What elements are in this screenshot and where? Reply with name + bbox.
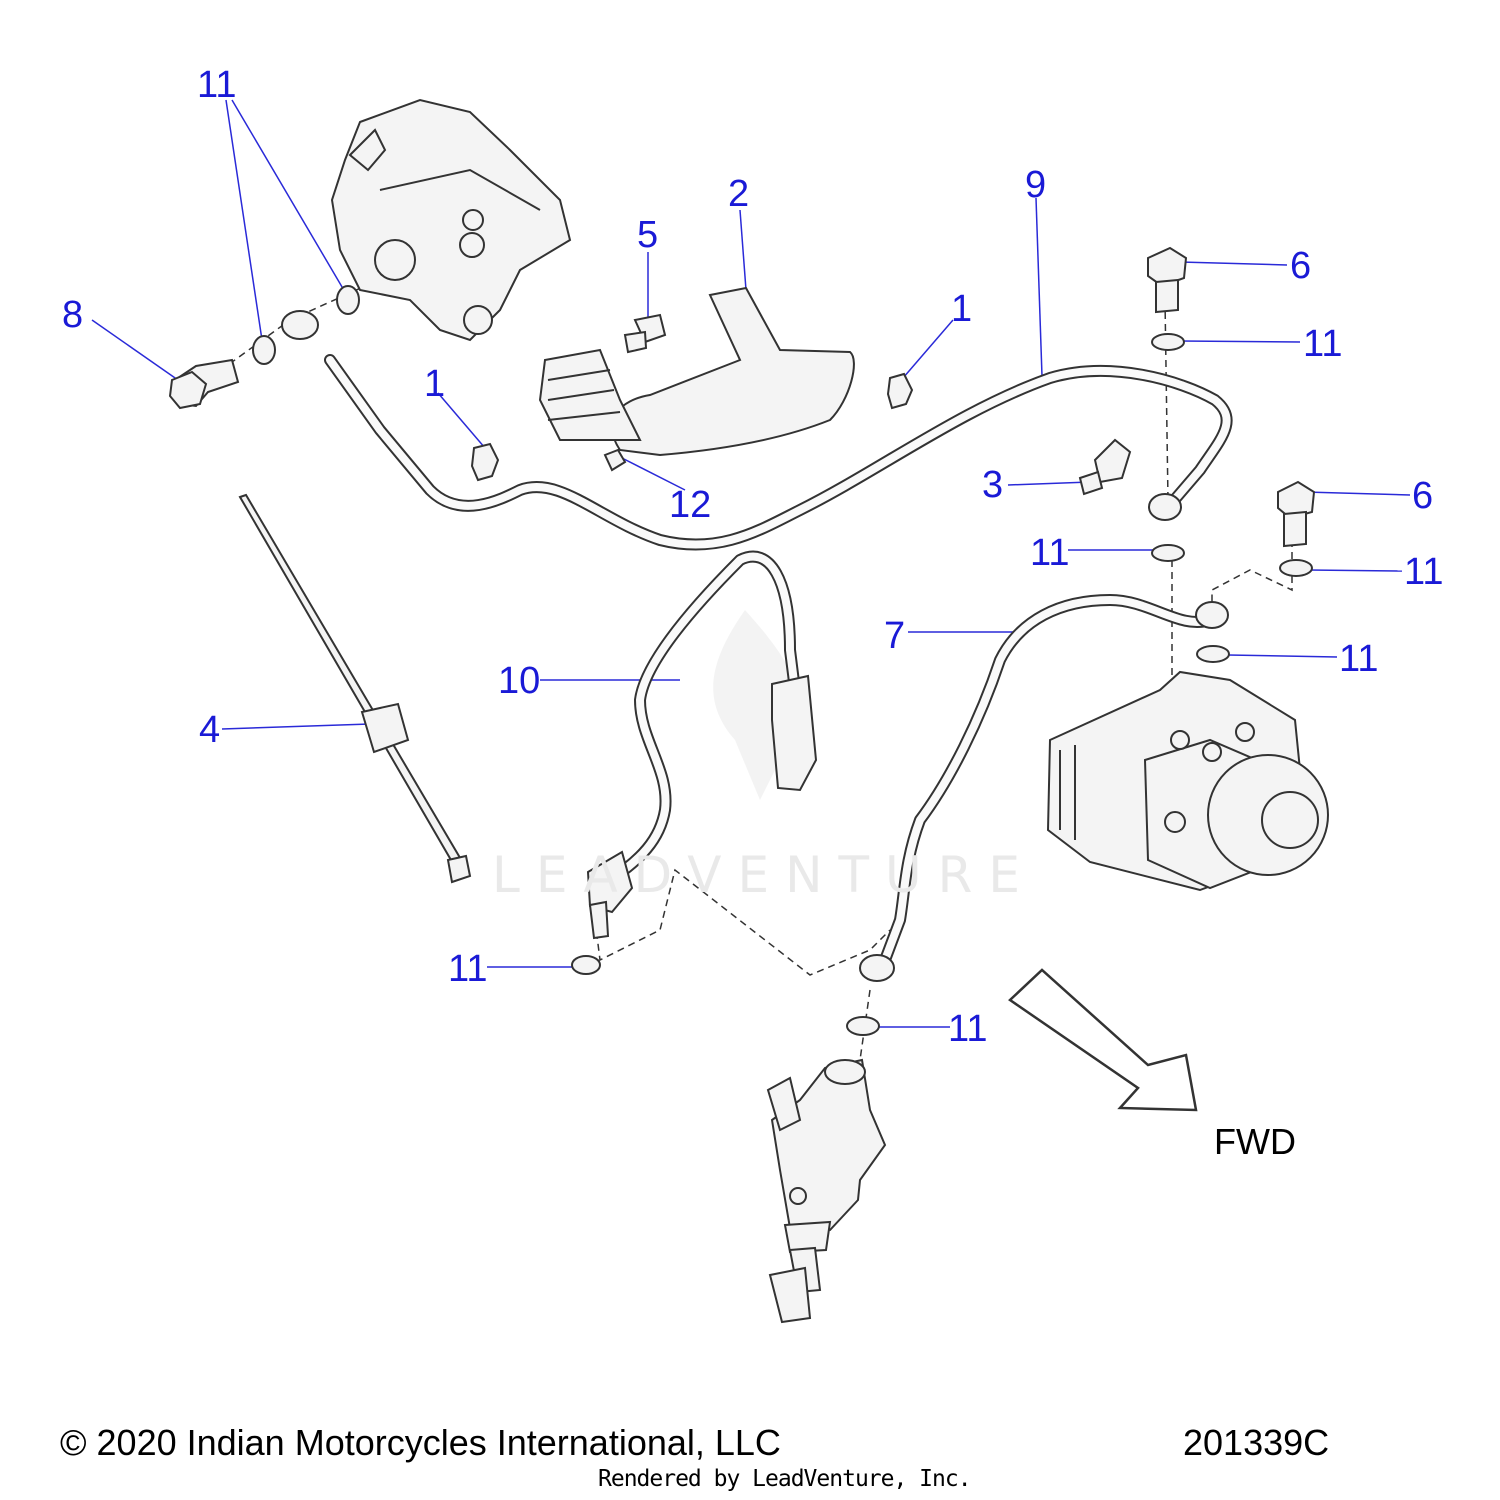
brake-hose-7	[859, 594, 1229, 982]
callout-11: 11	[948, 1008, 988, 1050]
leader-lines	[91, 99, 1411, 1028]
callout-11: 11	[1303, 323, 1343, 365]
banjo-bolt-6-top	[1147, 246, 1188, 314]
callout-12: 12	[669, 484, 712, 526]
cable-tie-4	[238, 493, 472, 884]
callout-11: 11	[1030, 532, 1070, 574]
callout-1: 1	[951, 288, 973, 330]
crush-washer-mid-b	[1279, 559, 1313, 577]
brake-hose-9	[281, 310, 1233, 551]
clip-12	[603, 448, 627, 472]
forward-direction-label: FWD	[1214, 1121, 1296, 1162]
screw-5	[623, 313, 667, 354]
callout-11: 11	[197, 64, 237, 106]
callout-2: 2	[728, 173, 750, 215]
callout-7: 7	[884, 615, 906, 657]
callout-6: 6	[1412, 475, 1434, 517]
rendered-by-credit: Rendered by LeadVenture, Inc.	[598, 1466, 972, 1492]
callout-11: 11	[1404, 551, 1444, 593]
callout-4: 4	[199, 709, 221, 751]
brake-caliper	[330, 98, 572, 342]
pressure-switch-3	[1078, 438, 1132, 496]
banjo-bolt-6-mid	[1277, 480, 1316, 548]
callout-3: 3	[982, 464, 1004, 506]
callout-9: 9	[1025, 164, 1047, 206]
watermark-text: LEADVENTURE	[492, 846, 1036, 904]
heat-shield-2	[538, 286, 855, 457]
crush-washer-bottom	[846, 1016, 880, 1036]
crush-washer-left-a	[252, 335, 276, 365]
sensor-cable-10	[586, 550, 818, 940]
callout-8: 8	[62, 294, 84, 336]
hose-clip-1-right	[886, 372, 914, 410]
callout-5: 5	[637, 214, 659, 256]
callout-11: 11	[448, 948, 488, 990]
crush-washer-mid-c	[1196, 645, 1230, 663]
crush-washer-mid-a	[1151, 544, 1185, 562]
crush-washer-top	[1151, 333, 1185, 351]
rear-master-cylinder	[766, 1058, 887, 1324]
abs-module	[1046, 670, 1329, 892]
callout-11: 11	[1339, 638, 1379, 680]
copyright-notice: © 2020 Indian Motorcycles International,…	[60, 1422, 781, 1463]
callout-10: 10	[498, 660, 541, 702]
drawing-number: 201339C	[1183, 1422, 1330, 1463]
hose-clip-1-left	[470, 442, 500, 482]
callout-6: 6	[1290, 245, 1312, 287]
crush-washer-left-b	[336, 285, 360, 315]
crush-washer-bottom-left	[571, 955, 601, 975]
callout-1: 1	[424, 363, 446, 405]
banjo-bolt-8	[168, 358, 240, 410]
forward-arrow-icon	[1008, 968, 1198, 1112]
